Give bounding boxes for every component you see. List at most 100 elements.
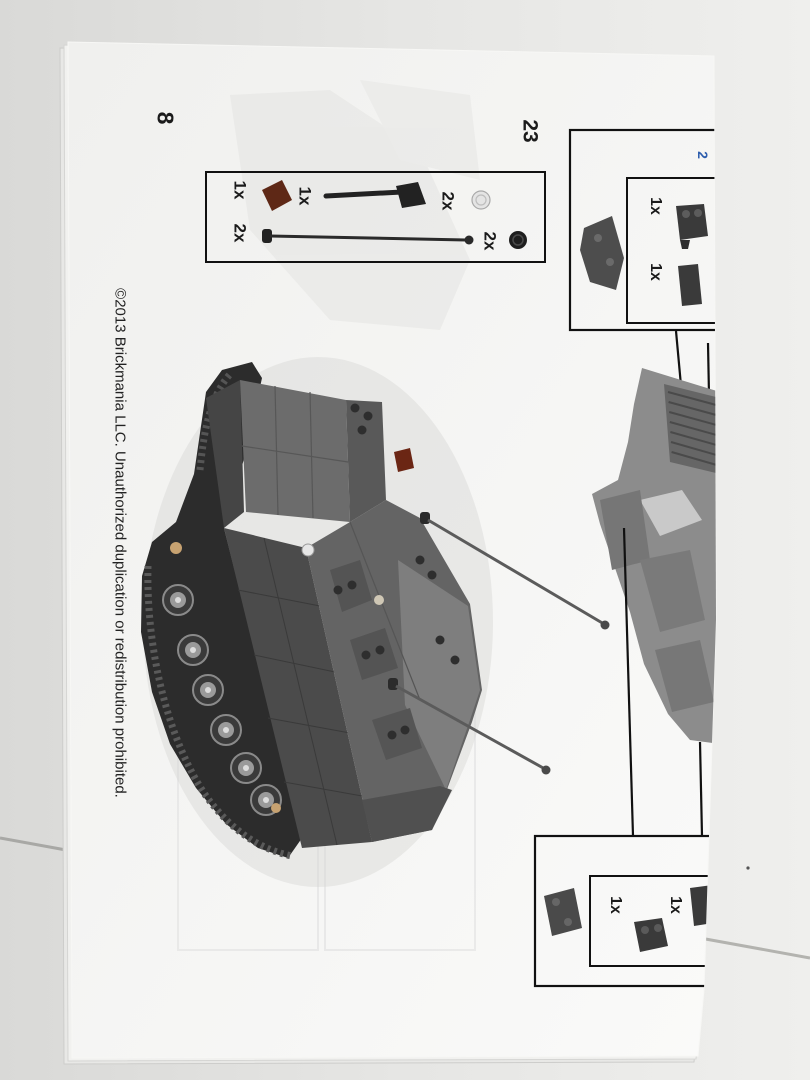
superstructure-seams [241,385,349,519]
superstructure-left-face [206,380,244,528]
step-number: 23 [518,119,542,143]
antenna [420,512,610,630]
assembly-rib [667,391,716,407]
assembly-block [655,640,714,712]
clip-plate-body [634,918,668,952]
parts-list-frame [205,171,546,263]
seam-line [274,385,279,516]
antenna-icon [262,229,474,245]
road-wheel [210,714,242,746]
white-round-plate [301,543,315,557]
subassembly-top-box [568,128,716,463]
bar-tile [396,182,426,208]
part-quantity: 1x [667,896,684,914]
deck-stud [363,411,373,421]
assembly-rib [669,421,716,437]
clip-plate-icon [676,204,708,249]
round-plate-body [471,190,491,210]
seam-line [253,654,336,673]
deck-studs [333,403,460,740]
deck-stud [427,570,437,580]
subassembly-parts-frame [589,875,716,967]
road-wheel [192,674,224,706]
part-quantity: 1x [230,180,250,200]
antenna-base [262,229,272,243]
superstructure-panel [240,380,350,522]
deck-stud [357,425,367,435]
floor-speck [746,866,750,870]
part-quantity: 2x [438,191,458,211]
page-number: 8 [152,111,179,125]
round-plate-icon [471,190,491,210]
deck-stud [350,403,360,413]
road-wheel-hub [175,597,181,603]
road-wheel-hub [263,797,269,803]
antenna-mount [388,678,398,690]
assembly-rib [670,431,716,447]
antenna-tip [541,765,551,775]
round-plate-body [509,231,527,249]
road-wheel-hub [190,647,196,653]
antenna-rod [395,684,546,771]
seam-line [283,781,363,797]
slope-tile-icon [262,180,292,211]
part-quantity: 1x [647,263,664,281]
brown-slope-tile [394,448,414,472]
subassembly-result-icon [580,216,624,290]
ghost-shape [360,80,480,180]
clip-plate-stud [694,209,702,217]
deck-stud [435,635,445,645]
subassembly-parts-frame [626,177,716,324]
track-assembly [141,362,302,858]
assembly-rib [668,401,716,417]
subassembly-step-number: 2 [695,151,711,159]
part-quantity: 1x [647,197,664,215]
deck-plate [372,708,422,760]
clip-plate-stud [682,210,690,218]
clip-plate-body [676,204,708,240]
previous-step-assembly [592,368,716,744]
tile-grout-line [699,936,810,960]
seam-line [263,537,338,846]
seam-line [237,589,321,607]
antenna-rod [269,234,467,242]
tank-model [141,357,610,887]
light-round-plate [374,595,384,605]
printed-content [141,80,716,988]
part-quantity: 1x [607,896,624,914]
subassembly-result-icon [544,888,582,936]
tile-grout-line [0,836,67,852]
subassembly-result-stud [552,898,560,906]
antenna-rod [427,518,605,626]
part-quantity: 2x [480,231,500,251]
callout-pointer-line [698,741,704,837]
assembly-rib [668,411,716,427]
deck-stud [361,650,371,660]
copyright-notice: ©2013 Brickmania LLC. Unauthorized dupli… [111,288,129,798]
deck-stud [400,725,410,735]
road-wheel-hub [243,765,249,771]
clip-plate-clip [680,240,690,249]
seam-line [241,445,349,463]
antenna-tip [464,235,474,245]
subassembly-result-stud [606,258,614,266]
round-plate-icon [509,231,527,249]
road-wheel [162,584,194,616]
deck-stud [333,585,343,595]
sprocket-detail [170,542,182,554]
clip-plate-icon [634,918,668,952]
bar-rod [323,189,405,199]
subassembly-result-stud [594,234,602,242]
deck-stud [415,555,425,565]
bar-with-tile-icon [323,182,426,208]
front-slope [362,786,452,842]
assembly-ribs [667,391,716,467]
superstructure-right-face [346,400,386,522]
antenna-mount [420,512,430,524]
assembly-rib [670,441,716,457]
assembly-rib [671,451,716,467]
deck-stud [387,730,397,740]
road-wheel-hub [223,727,229,733]
part-quantity: 2x [230,223,250,243]
